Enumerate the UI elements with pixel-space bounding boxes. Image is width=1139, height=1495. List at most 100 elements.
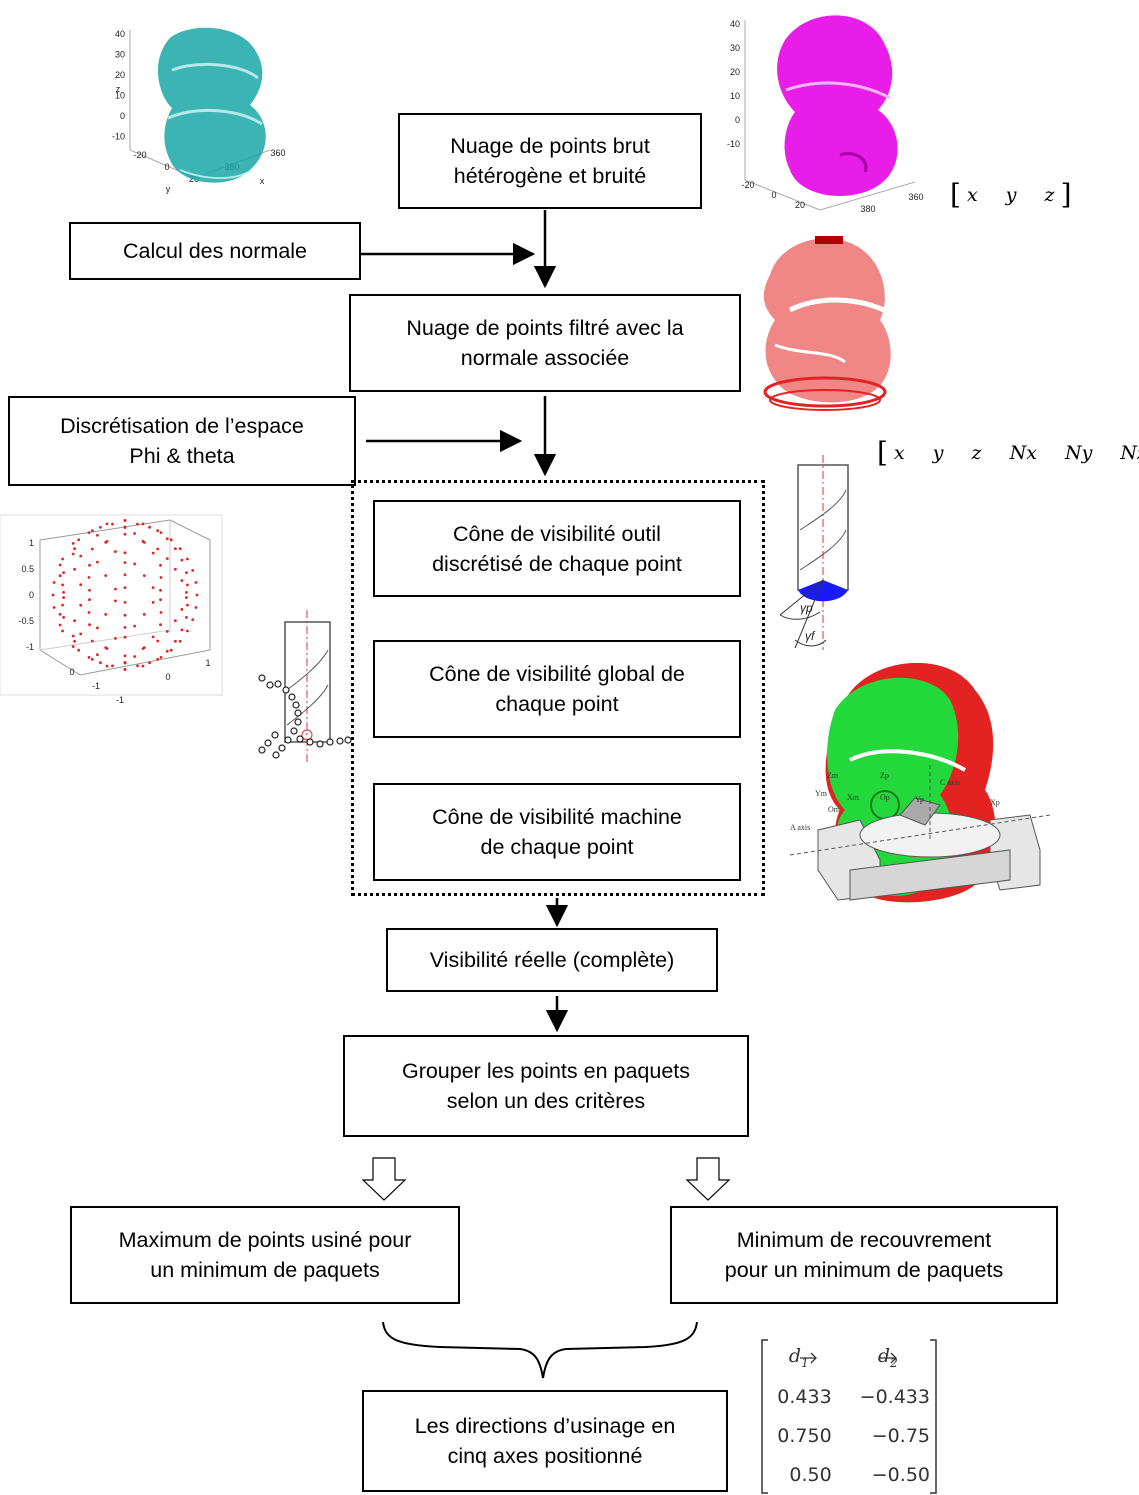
sphere-point xyxy=(191,618,195,621)
sphere-point xyxy=(159,656,163,659)
sphere-point xyxy=(58,612,62,616)
max-points-box: Maximum de points usiné pour un minimum … xyxy=(70,1206,460,1304)
magenta-x-tick: 360 xyxy=(908,192,923,202)
sphere-point xyxy=(180,608,184,611)
visibility-cones-group xyxy=(351,480,765,896)
cyan-z-tick: 40 xyxy=(115,29,125,39)
sphere-point xyxy=(79,583,83,587)
sphere-point xyxy=(156,547,160,551)
sphere-point xyxy=(148,661,152,665)
sphere-point xyxy=(123,654,127,658)
sphere-point xyxy=(61,603,64,607)
sphere-point xyxy=(195,593,199,597)
sphere-point xyxy=(159,576,163,579)
sphere-point xyxy=(165,649,169,653)
flow-arrows xyxy=(355,210,569,1033)
min-overlap-box: Minimum de recouvrement pour un minimum … xyxy=(670,1206,1058,1304)
matrix-cell: −0.75 xyxy=(871,1424,930,1447)
sphere-point xyxy=(111,522,114,526)
nvector-x: x xyxy=(893,442,905,464)
sphere-point xyxy=(61,557,64,561)
tool-path-point xyxy=(258,746,266,754)
tool-path-point xyxy=(272,751,280,759)
real-visibility-label: Visibilité réelle (complète) xyxy=(429,948,675,972)
sphere-point xyxy=(96,653,99,657)
machine-label: C axis xyxy=(940,778,960,787)
sphere-point xyxy=(71,552,75,556)
matrix-row: 0.433 −0.433 xyxy=(760,1378,936,1415)
matrix-cell: 0.433 xyxy=(777,1385,832,1408)
sphere-z-tick: 1 xyxy=(29,538,34,548)
min-overlap-line-1: Minimum de recouvrement xyxy=(736,1228,992,1252)
normals-label: Calcul des normale xyxy=(122,239,308,263)
sphere-point xyxy=(123,613,127,617)
tool-path-point xyxy=(266,681,274,689)
sphere-point xyxy=(185,596,188,599)
magenta-z-tick: 10 xyxy=(730,91,740,101)
hollow-arrow-right xyxy=(685,1157,731,1201)
tool-path-point xyxy=(292,701,300,709)
sphere-point xyxy=(96,533,99,537)
global-cone-line-2: chaque point xyxy=(495,692,619,716)
sphere-point xyxy=(123,626,127,629)
max-points-line-2: un minimum de paquets xyxy=(150,1258,380,1282)
sphere-point xyxy=(99,661,102,665)
matrix-cell: 0.50 xyxy=(789,1463,832,1486)
nvector-y: y xyxy=(932,442,944,464)
sphere-point xyxy=(114,637,117,640)
sphere-point xyxy=(133,655,137,658)
sphere-point xyxy=(62,616,65,619)
gamma-p-label: γp xyxy=(800,601,813,615)
sphere-point xyxy=(114,587,117,591)
sphere-point xyxy=(169,538,173,542)
machine-label: Xm xyxy=(847,793,860,802)
grouping-line-2: selon un des critères xyxy=(446,1089,646,1113)
sphere-point xyxy=(174,547,177,551)
machine-label: Om xyxy=(828,805,841,814)
sphere-point xyxy=(52,581,56,584)
sphere-point xyxy=(88,623,91,627)
sphere-x-tick: -1 xyxy=(116,695,124,705)
sphere-point xyxy=(123,668,127,671)
discretization-line-1: Discrétisation de l’espace xyxy=(60,414,304,438)
sphere-point xyxy=(90,639,94,643)
min-overlap-line-2: pour un minimum de paquets xyxy=(724,1258,1004,1282)
sphere-point xyxy=(61,583,64,587)
tool-path-point xyxy=(288,693,296,701)
tool-path-point xyxy=(316,740,324,748)
tool-cone-line-1: Cône de visibilité outil xyxy=(453,521,661,546)
sphere-point xyxy=(123,586,127,589)
sphere-point xyxy=(136,664,139,668)
sphere-point xyxy=(141,540,145,543)
sphere-point xyxy=(141,522,145,526)
sphere-point xyxy=(186,629,189,633)
discretization-line-2: Phi & theta xyxy=(129,444,235,468)
tool-cone-illustration: γp γf xyxy=(779,455,849,650)
sphere-z-tick: -0.5 xyxy=(18,616,34,626)
sphere-point xyxy=(58,574,62,578)
machine-cone-line-1: Cône de visibilité machine xyxy=(432,805,682,829)
cyan-axis-label-z: z xyxy=(116,84,121,94)
magenta-cloud-shape xyxy=(777,15,898,197)
red-filtered-cloud xyxy=(763,236,891,411)
sphere-point xyxy=(73,639,76,643)
sphere-point xyxy=(71,645,75,648)
sphere-point xyxy=(165,537,169,541)
directions-matrix: d1 d2 0.433 −0.433 0.750 −0.75 0.50 −0.5… xyxy=(758,1337,938,1495)
magenta-z-tick: 40 xyxy=(730,19,740,29)
sphere-point xyxy=(88,588,91,592)
sphere-point xyxy=(180,558,184,562)
sphere-point xyxy=(142,646,146,649)
machine-label: Xp xyxy=(990,798,1000,807)
cyan-z-tick: 10 xyxy=(115,91,125,101)
sphere-point xyxy=(104,574,108,577)
global-cone-box: Cône de visibilité global de chaque poin… xyxy=(373,640,741,738)
machine-label: Zm xyxy=(827,771,839,780)
tool-path-point xyxy=(294,718,302,726)
sphere-point xyxy=(123,661,127,665)
sphere-point xyxy=(159,623,162,627)
sphere-point xyxy=(133,624,137,628)
